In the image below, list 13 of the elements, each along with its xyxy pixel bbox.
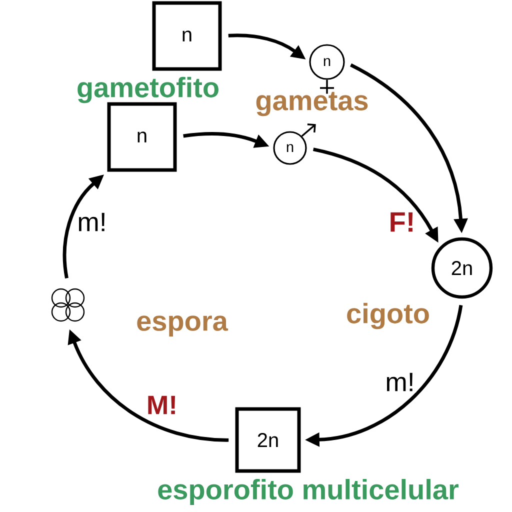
edge-label: M!: [145, 394, 179, 416]
label: gametas: [256, 92, 368, 116]
edge-label: m!: [384, 372, 416, 393]
cell-box: n: [107, 102, 177, 172]
node-label: espora: [137, 316, 228, 336]
edge-label: m!: [76, 212, 108, 232]
node-label: esporofito multicelular: [158, 478, 458, 506]
spore-cluster-drawing: [51, 288, 85, 322]
node-label: cigoto: [347, 302, 429, 330]
cell-box: n: [152, 1, 222, 71]
cell-box: 2n: [235, 407, 301, 473]
label: gametofito: [78, 76, 218, 104]
label: F!: [390, 212, 413, 232]
